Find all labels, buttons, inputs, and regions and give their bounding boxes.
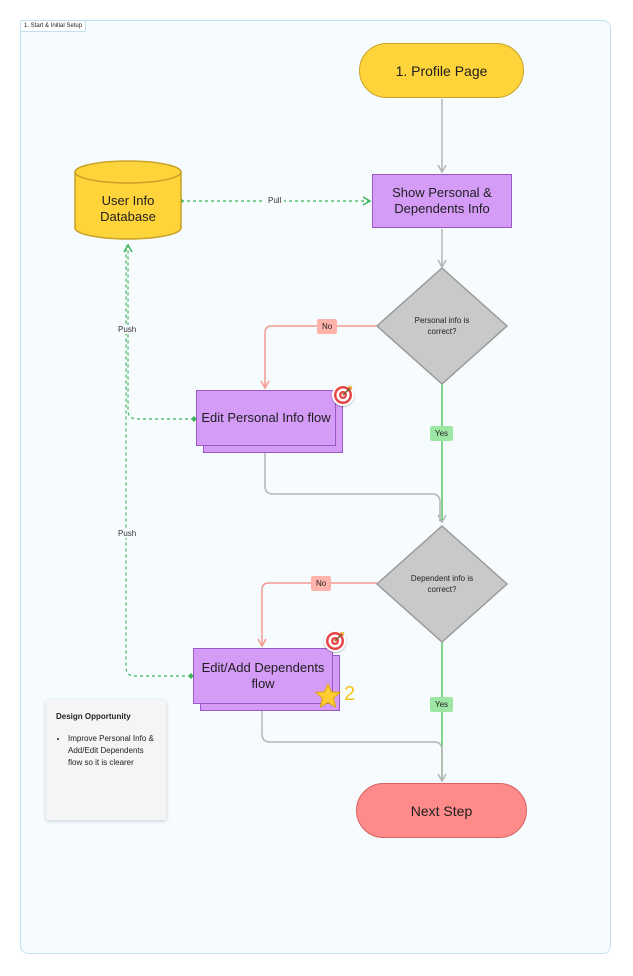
edge-decision1-no	[260, 325, 377, 390]
start-node[interactable]: 1. Profile Page	[359, 43, 524, 98]
design-opportunity-note[interactable]: Design Opportunity Improve Personal Info…	[46, 700, 166, 820]
decision-dependent-shape	[375, 524, 509, 644]
edit-dependents-node[interactable]: Edit/Add Dependents flow	[193, 648, 333, 704]
edge-edit2-merge	[261, 710, 443, 781]
yes-tag-personal: Yes	[430, 426, 454, 441]
push-personal-label: Push	[115, 325, 140, 334]
section-label[interactable]: 1. Start & Initial Setup	[20, 20, 87, 32]
edge-edit1-merge	[264, 452, 441, 522]
edit-personal-node[interactable]: Edit Personal Info flow	[196, 390, 336, 446]
star-icon[interactable]	[314, 682, 342, 714]
no-tag-personal: No	[317, 319, 338, 334]
end-node[interactable]: Next Step	[356, 783, 527, 838]
push-dependents-label: Push	[115, 529, 140, 538]
database-cylinder[interactable]	[74, 160, 182, 240]
note-list: Improve Personal Info & Add/Edit Depende…	[56, 733, 156, 769]
target-icon[interactable]	[332, 384, 354, 406]
show-info-node[interactable]: Show Personal & Dependents Info	[372, 174, 512, 228]
decision-personal-label[interactable]: Personal info is correct?	[414, 316, 470, 336]
target-icon[interactable]	[324, 630, 346, 652]
star-count: 2	[344, 683, 356, 705]
yes-tag-dependent: Yes	[430, 697, 454, 712]
no-tag-dependent: No	[311, 576, 332, 591]
database-label: User Info Database	[100, 193, 156, 224]
decision-personal-shape	[375, 266, 509, 386]
edge-decision2-no	[257, 582, 377, 648]
pull-label: Pull	[265, 196, 285, 205]
decision-dependent-label[interactable]: Dependent info is correct?	[410, 574, 474, 594]
edge-push-dependents	[125, 245, 191, 677]
note-item: Improve Personal Info & Add/Edit Depende…	[68, 733, 156, 769]
note-title: Design Opportunity	[56, 712, 131, 721]
